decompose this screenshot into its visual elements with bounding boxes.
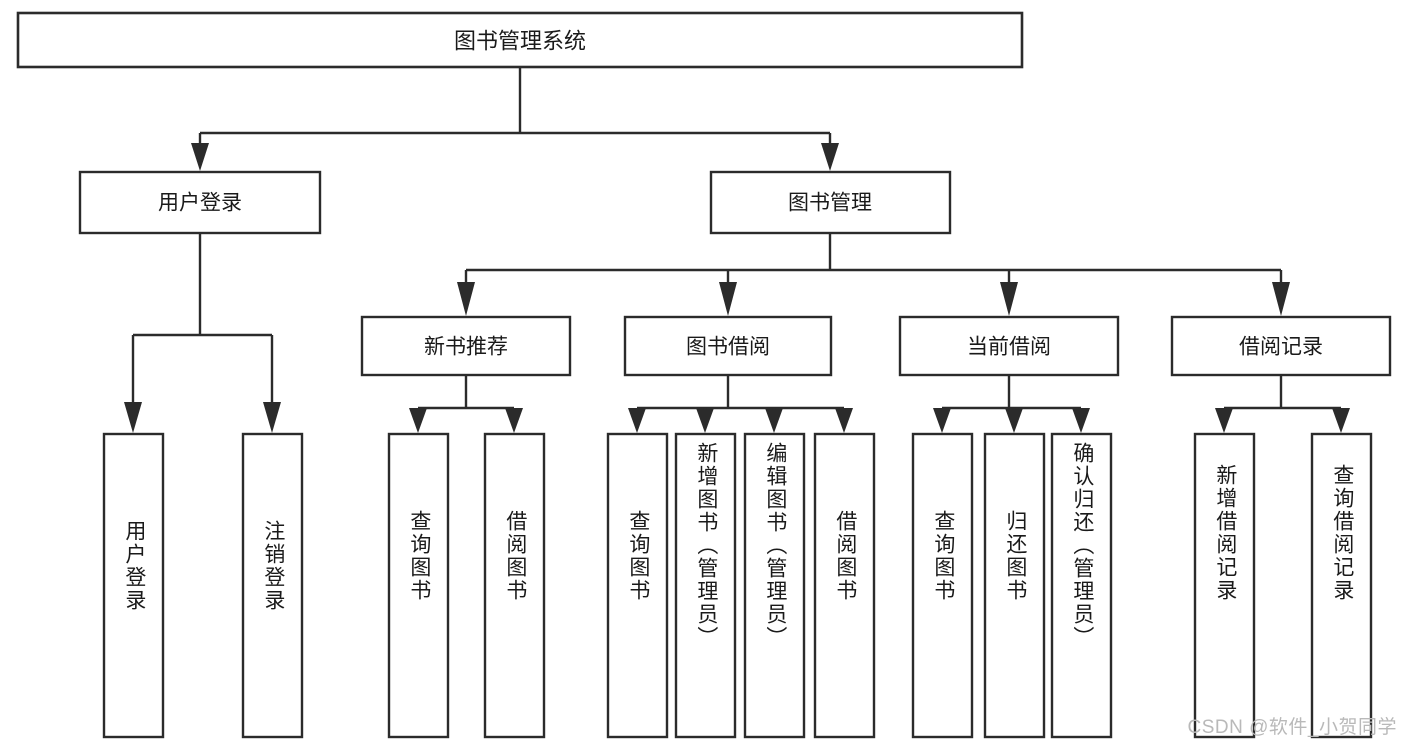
leaf-box-confirm-return[interactable] — [1050, 432, 1113, 739]
node-user-login-box[interactable] — [78, 170, 322, 235]
leaf-box-query-book-2[interactable] — [606, 432, 669, 739]
leaf-box-query-record[interactable] — [1310, 432, 1373, 739]
arrow-head-newbook-2 — [505, 408, 523, 433]
arrow-head-userlogin-2 — [263, 402, 281, 433]
edges-record-to-leaves — [1215, 375, 1350, 433]
leaf-box-query-book-1[interactable] — [387, 432, 450, 739]
leaf-box-add-book[interactable] — [674, 432, 737, 739]
leaf-box-borrow-book-1[interactable] — [483, 432, 546, 739]
node-root-box[interactable] — [16, 11, 1024, 69]
node-borrow-record-label: 借阅记录 — [1239, 336, 1323, 359]
node-current-borrow[interactable]: 当前借阅 — [898, 315, 1120, 377]
edges-root-to-level2 — [191, 67, 839, 171]
edges-bookmgmt-to-level3 — [457, 233, 1290, 316]
node-new-book-recommend-box[interactable] — [360, 315, 572, 377]
arrow-head-userlogin-1 — [124, 402, 142, 433]
node-user-login[interactable]: 用户登录 — [78, 170, 322, 235]
arrow-head-root-1 — [191, 143, 209, 171]
leaf-box-add-record[interactable] — [1193, 432, 1256, 739]
edges-userlogin-to-leaves — [124, 233, 281, 433]
node-new-book-recommend-label: 新书推荐 — [424, 336, 508, 359]
leaf-box-return-book[interactable] — [983, 432, 1046, 739]
arrow-head-borrow-4 — [835, 408, 853, 433]
edges-current-to-leaves — [933, 375, 1090, 433]
arrow-head-current-1 — [933, 408, 951, 433]
arrow-head-bookmgmt-4 — [1272, 282, 1290, 316]
node-book-borrow[interactable]: 图书借阅 — [623, 315, 833, 377]
node-book-management[interactable]: 图书管理 — [709, 170, 952, 235]
arrow-head-bookmgmt-1 — [457, 282, 475, 316]
arrow-head-record-1 — [1215, 408, 1233, 433]
edges-borrow-to-leaves — [628, 375, 853, 433]
node-user-login-label: 用户登录 — [158, 192, 242, 215]
arrow-head-bookmgmt-3 — [1000, 282, 1018, 316]
node-book-borrow-box[interactable] — [623, 315, 833, 377]
node-borrow-record[interactable]: 借阅记录 — [1170, 315, 1392, 377]
node-borrow-record-box[interactable] — [1170, 315, 1392, 377]
node-root-label: 图书管理系统 — [454, 29, 586, 54]
arrow-head-newbook-1 — [409, 408, 427, 433]
leaf-box-logout[interactable] — [241, 432, 304, 739]
node-book-management-box[interactable] — [709, 170, 952, 235]
leaf-box-user-login[interactable] — [102, 432, 165, 739]
arrow-head-borrow-2 — [696, 408, 714, 433]
leaf-box-query-book-3[interactable] — [911, 432, 974, 739]
node-root[interactable]: 图书管理系统 — [16, 11, 1024, 69]
csdn-watermark: CSDN @软件_小贺同学 — [1187, 717, 1397, 738]
arrow-head-root-2 — [821, 143, 839, 171]
node-current-borrow-label: 当前借阅 — [967, 336, 1051, 359]
leaf-box-borrow-book-2[interactable] — [813, 432, 876, 739]
arrow-head-bookmgmt-2 — [719, 282, 737, 316]
leaf-box-edit-book[interactable] — [743, 432, 806, 739]
node-new-book-recommend[interactable]: 新书推荐 — [360, 315, 572, 377]
edges-newbook-to-leaves — [409, 375, 523, 433]
arrow-head-current-3 — [1072, 408, 1090, 433]
arrow-head-borrow-1 — [628, 408, 646, 433]
node-book-management-label: 图书管理 — [788, 192, 872, 215]
node-current-borrow-box[interactable] — [898, 315, 1120, 377]
node-book-borrow-label: 图书借阅 — [686, 336, 770, 359]
arrow-head-current-2 — [1005, 408, 1023, 433]
arrow-head-borrow-3 — [765, 408, 783, 433]
leaf-boxes — [102, 432, 1373, 739]
arrow-head-record-2 — [1332, 408, 1350, 433]
